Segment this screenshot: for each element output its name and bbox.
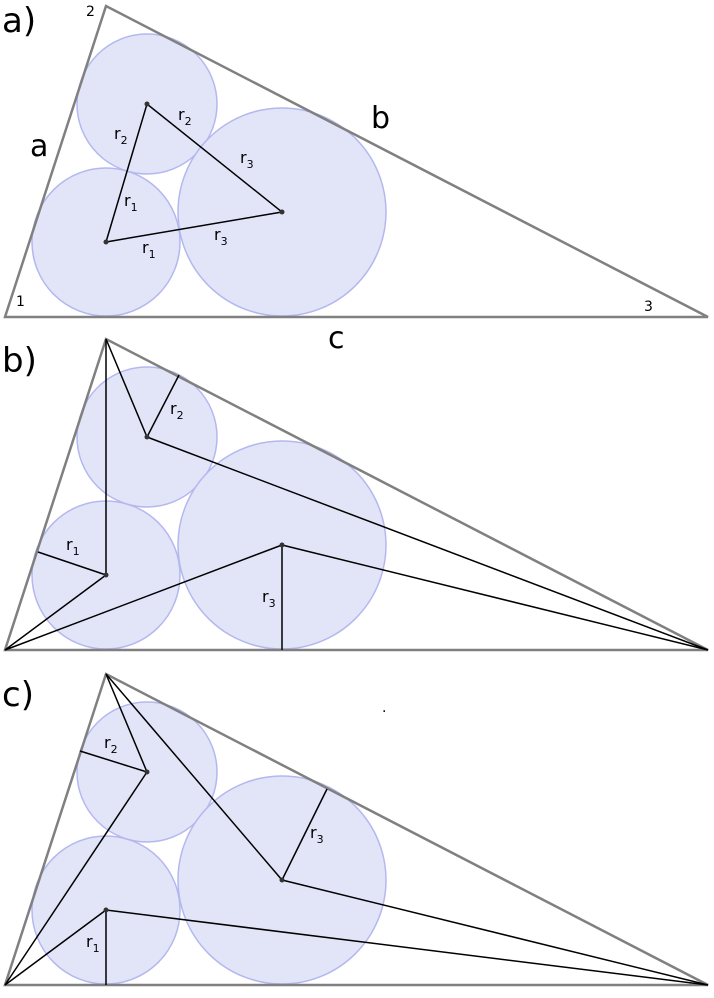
outer-triangle	[3, 4, 709, 319]
radius-label-r2-left: r2	[114, 124, 128, 147]
radius-label-r3: r3	[262, 587, 276, 610]
center-point-1	[103, 572, 109, 578]
side-label-b: b	[371, 101, 390, 136]
stray-dot: .	[382, 700, 386, 716]
radius-label-r1-bottom: r1	[142, 238, 156, 261]
center-point-2	[144, 434, 150, 440]
center-point-2	[144, 769, 150, 775]
radius-label-r3-lower: r3	[214, 225, 228, 248]
radius-label-r3: r3	[310, 823, 324, 846]
radius-label-r2: r2	[104, 733, 118, 756]
panel-a: a) a b c 1 2 3 r2 r2 r3 r1 r3 r1	[2, 1, 709, 356]
bisector-v1-c1	[4, 574, 107, 651]
vertex-label-1: 1	[16, 294, 25, 310]
radius-label-r1: r1	[66, 535, 80, 558]
radius-r3-segment	[281, 788, 328, 881]
radius-label-r1: r1	[86, 932, 100, 955]
center-point-1	[103, 239, 109, 245]
radius-r2-segment	[146, 374, 180, 438]
panel-label-b: b)	[2, 341, 37, 381]
construction-lines-c	[4, 673, 709, 986]
bisector-v1-c3	[4, 544, 283, 651]
bisector-v2-c2	[105, 338, 148, 438]
bisector-v1-c1	[4, 909, 107, 986]
construction-lines-b	[4, 338, 709, 651]
bisector-v1-c2	[4, 771, 148, 986]
side-label-c: c	[328, 321, 345, 356]
circle-group-a	[31, 33, 387, 317]
radius-r2-segment	[79, 750, 148, 773]
bisector-v2-c2	[105, 673, 148, 773]
center-point-3	[279, 209, 285, 215]
bisector-v3-c1	[105, 909, 709, 986]
bisector-v3-c3	[281, 544, 709, 651]
panel-b: b) r2 r1 r3	[2, 337, 709, 652]
panel-label-a: a)	[2, 1, 36, 41]
radius-label-r3-upper: r3	[240, 148, 254, 171]
bisector-v3-c3	[281, 879, 709, 986]
radius-label-r2: r2	[170, 399, 184, 422]
center-point-3	[279, 542, 285, 548]
radius-r1-segment	[37, 551, 107, 576]
center-point-3	[279, 877, 285, 883]
outer-triangle	[3, 337, 709, 652]
vertex-label-3: 3	[644, 299, 653, 315]
outer-triangle	[3, 672, 709, 987]
center-triangle	[104, 102, 284, 243]
center-point-1	[103, 907, 109, 913]
bisector-v3-c2	[146, 436, 709, 651]
panel-c: c) r2 r3 r1 .	[2, 672, 709, 987]
vertex-label-2: 2	[86, 4, 95, 20]
center-point-2	[144, 101, 150, 107]
panel-label-c: c)	[2, 675, 34, 715]
bisector-v2-c3	[105, 673, 283, 881]
radius-label-r1-left: r1	[124, 191, 138, 214]
side-label-a: a	[30, 129, 48, 164]
radius-label-r2-right: r2	[178, 105, 192, 128]
